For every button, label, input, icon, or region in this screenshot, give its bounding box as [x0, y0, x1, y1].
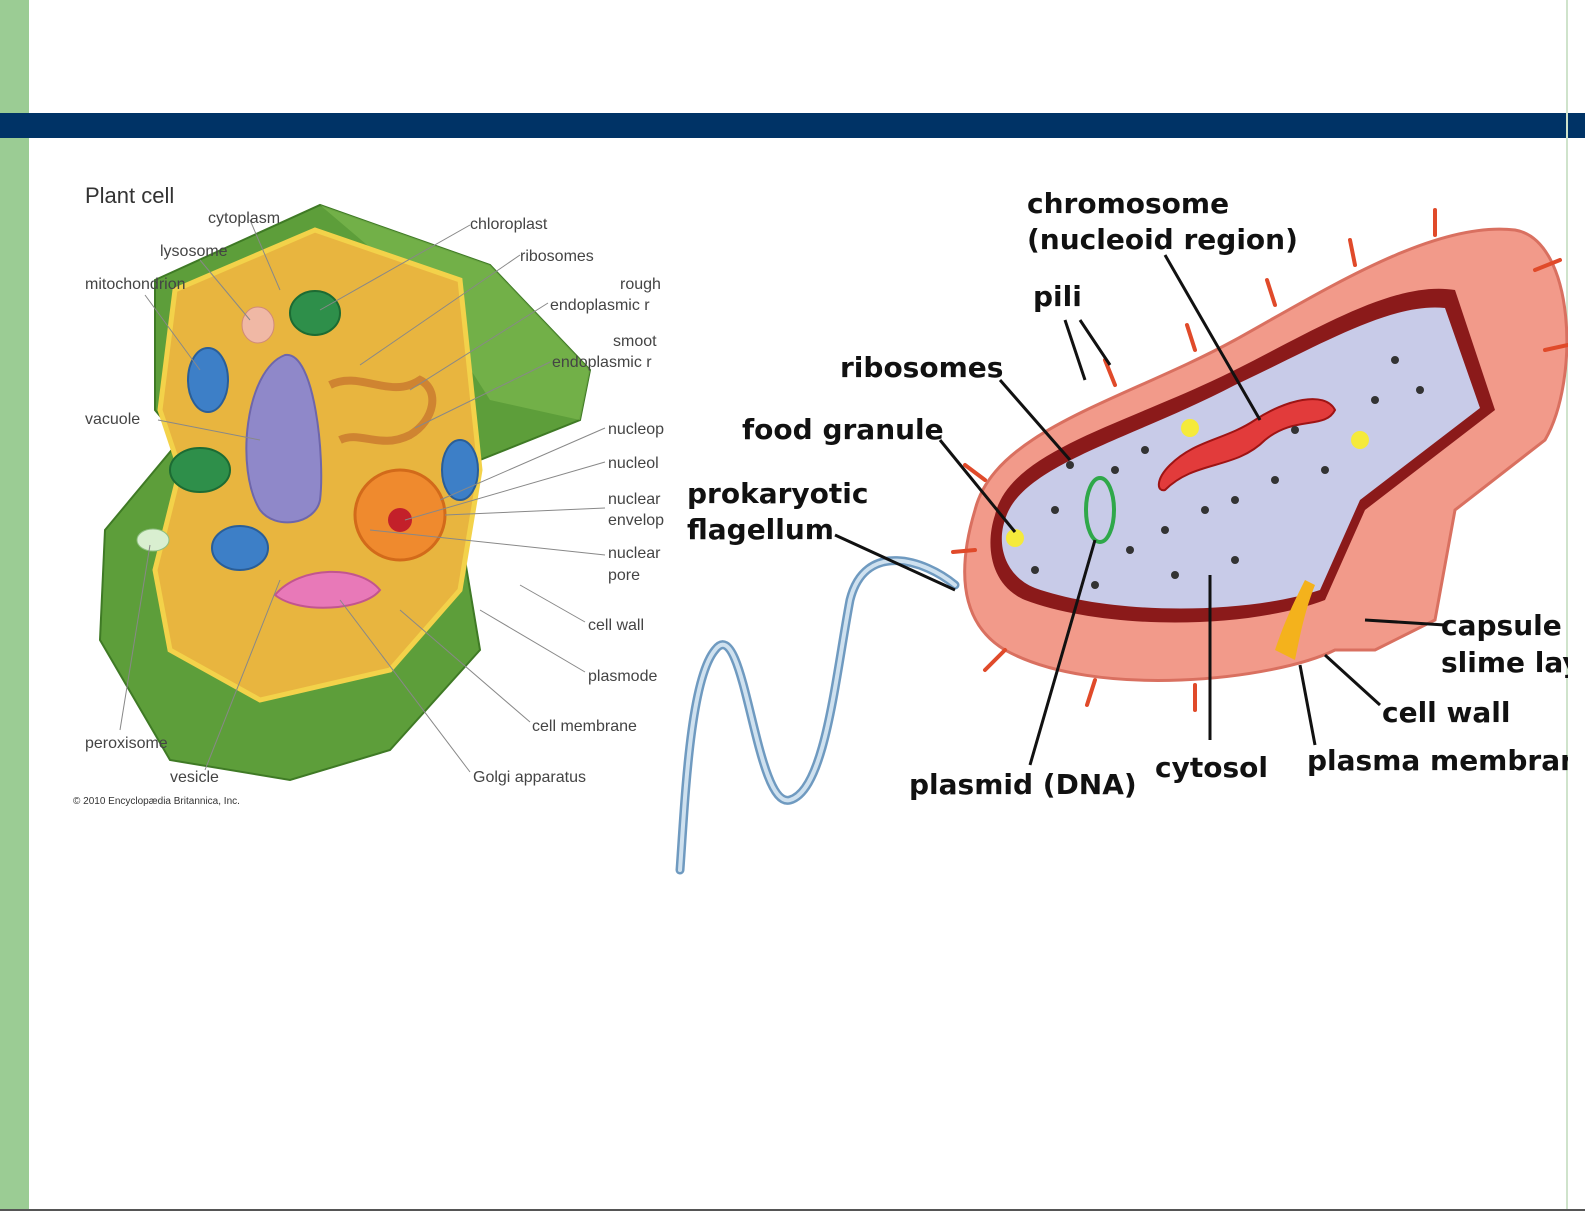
food-granule-shape	[1006, 529, 1024, 547]
plant-peroxisome-shape	[136, 528, 170, 552]
label-chromosome-2: (nucleoid region)	[1027, 223, 1298, 256]
label-cytoplasm: cytoplasm	[208, 210, 280, 227]
label-food-granule: food granule	[742, 413, 944, 446]
plant-mitochondrion-shape	[187, 347, 229, 413]
label-chromosome-1: chromosome	[1027, 187, 1229, 220]
label-chloroplast: chloroplast	[470, 216, 548, 233]
plant-vacuole-shape	[245, 353, 323, 524]
label-peroxisome: peroxisome	[85, 735, 168, 752]
label-rough-er-2: endoplasmic r	[550, 297, 650, 314]
cytosol-shape	[1001, 307, 1480, 609]
label-cytosol: cytosol	[1155, 751, 1268, 784]
plant-copyright: © 2010 Encyclopædia Britannica, Inc.	[73, 796, 240, 807]
plasma-membrane-shape	[1275, 580, 1315, 660]
label-plasmid: plasmid (DNA)	[909, 768, 1137, 801]
plant-title: Plant cell	[85, 183, 174, 208]
label-mitochondrion: mitochondrion	[85, 276, 186, 293]
label-ribosomes: ribosomes	[520, 248, 594, 265]
label-lysosome: lysosome	[160, 243, 228, 260]
plant-lysosome-shape	[241, 306, 275, 344]
bottom-border	[0, 1209, 1585, 1211]
chromosome-shape	[1157, 398, 1337, 492]
plant-er-shape	[328, 375, 437, 445]
label-nucleolus: nucleol	[608, 455, 659, 472]
label-ribosomes: ribosomes	[840, 351, 1003, 384]
label-smooth-er-1: smoot	[613, 333, 657, 350]
label-plasma-membrane: plasma membran	[1307, 744, 1568, 777]
plasmid-shape	[1084, 476, 1116, 544]
label-rough-er-1: rough	[620, 276, 661, 293]
plant-chloroplast-shape	[289, 290, 341, 336]
label-pili: pili	[1033, 280, 1082, 313]
label-smooth-er-2: endoplasmic r	[552, 354, 652, 371]
label-vacuole: vacuole	[85, 411, 140, 428]
label-cell-membrane: cell membrane	[532, 718, 637, 735]
label-capsule-1: capsule o	[1441, 609, 1568, 642]
left-accent-strip	[0, 0, 29, 1210]
label-cell-wall: cell wall	[588, 617, 644, 634]
plant-golgi-shape	[273, 570, 382, 609]
label-nuclear-envelope-2: envelop	[608, 512, 664, 529]
label-nuclear-pore-2: pore	[608, 567, 640, 584]
label-flagellum-1: prokaryotic	[687, 477, 868, 510]
label-plasmodesmata: plasmode	[588, 668, 657, 685]
prokaryote-diagram: chromosome (nucleoid region) pili riboso…	[675, 180, 1568, 880]
label-capsule-2: slime lay	[1441, 646, 1568, 679]
label-nuclear-pore-1: nuclear	[608, 545, 661, 562]
plant-cell-diagram: Plant cell cytoplasm chloroplast lysosom…	[60, 170, 680, 820]
label-flagellum-2: flagellum	[687, 513, 834, 546]
right-edge-line	[1566, 0, 1568, 1210]
flagellum-shape	[675, 556, 960, 875]
label-nucleoplasm: nucleop	[608, 421, 664, 438]
label-cell-wall: cell wall	[1382, 696, 1511, 729]
label-golgi: Golgi apparatus	[473, 769, 586, 786]
title-band	[0, 113, 1585, 138]
label-nuclear-envelope-1: nuclear	[608, 491, 661, 508]
label-vesicle: vesicle	[170, 769, 219, 786]
